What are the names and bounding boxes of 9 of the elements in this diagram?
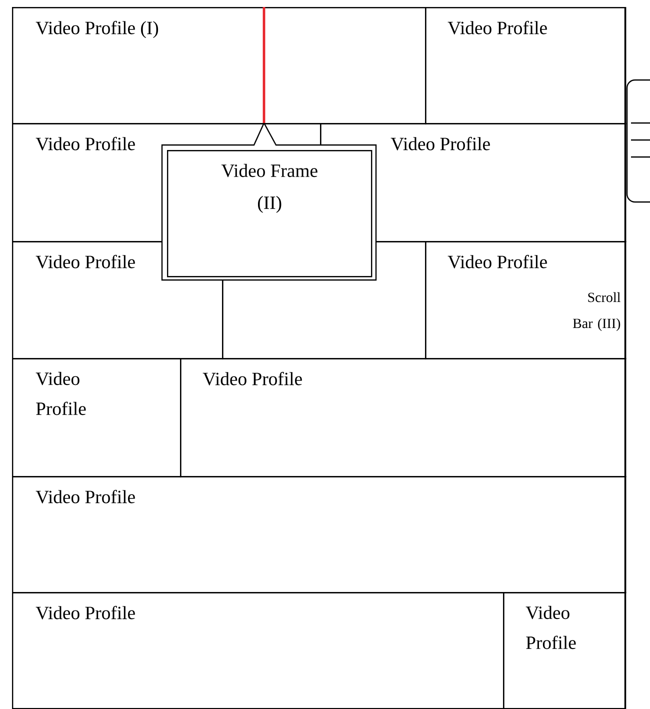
profile-cell: Video Profile xyxy=(12,592,504,709)
profile-cell: Video Profile xyxy=(12,476,626,594)
profile-cell: Video Profile (I) xyxy=(12,7,426,124)
profile-cell: Video Profile xyxy=(425,7,626,124)
profile-cell: Video Profile xyxy=(180,358,626,478)
profile-cell: Video Profile xyxy=(12,358,182,478)
video-frame-callout: Video Frame (II) xyxy=(161,122,377,281)
profile-cell: Video Profile xyxy=(503,592,626,709)
scroll-bar-label: Scroll Bar (III) xyxy=(572,292,620,331)
